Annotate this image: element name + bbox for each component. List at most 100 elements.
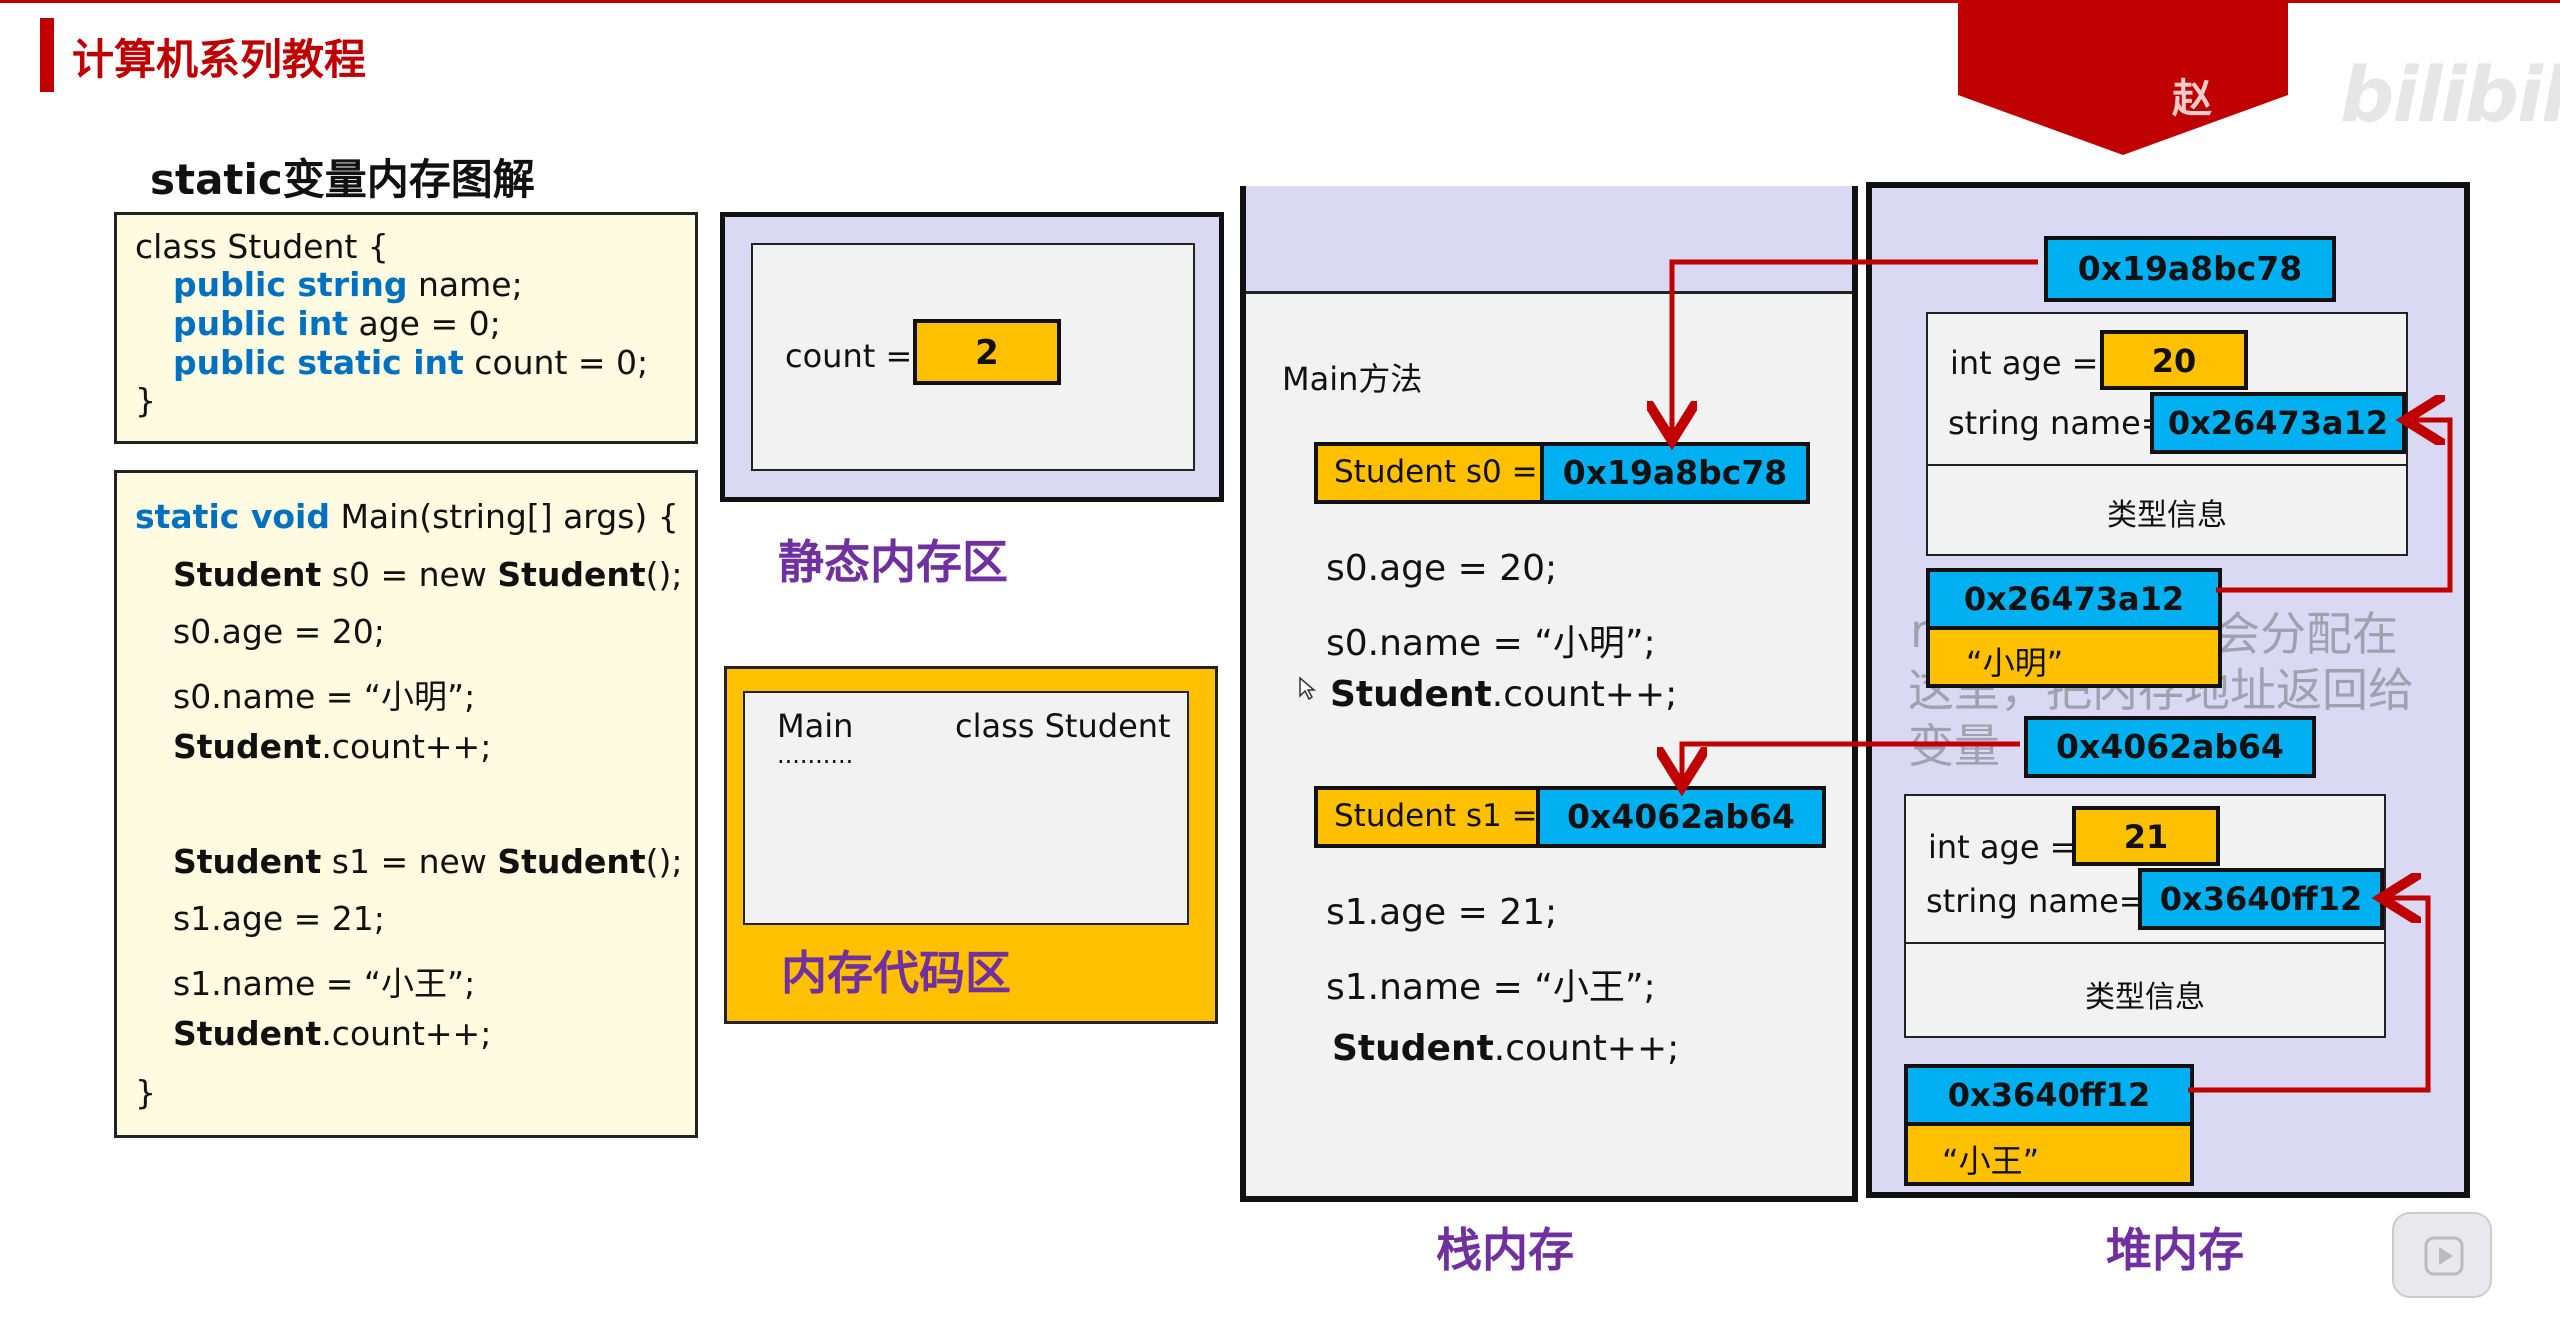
heap-obj2-name-label: string name= [1926, 882, 2146, 920]
section-title: static变量内存图解 [150, 155, 535, 204]
class-line-2: public string name; [173, 265, 523, 304]
stack-s0-count: Student.count++; [1330, 674, 1677, 715]
code-text: Main(string[] args) { [329, 497, 679, 536]
stack-s1-address: 0x4062ab64 [1536, 786, 1826, 848]
count-label: count = [785, 337, 913, 375]
code-text: (); [645, 842, 683, 881]
top-border-line [0, 0, 2560, 3]
main-close-brace: } [135, 1073, 156, 1112]
static-inner-panel: count = 2 [751, 243, 1195, 471]
class-name: Student [173, 727, 322, 766]
class-code-box: class Student { public string name; publ… [114, 212, 698, 444]
heap-obj2-address: 0x4062ab64 [2024, 716, 2316, 778]
class-line-5: } [135, 381, 156, 420]
main-line-8: Student.count++; [173, 1014, 491, 1053]
main-line-3: s0.name = “小明”; [173, 677, 476, 716]
play-icon [2424, 1236, 2464, 1276]
stack-s1-name: s1.name = “小王”; [1326, 967, 1656, 1008]
heap-obj1-box: int age = 20 string name= 0x26473a12 类型信… [1926, 312, 2408, 556]
class-name: Student [173, 1014, 322, 1053]
stack-s0-address: 0x19a8bc78 [1540, 442, 1810, 504]
stack-left-top-border [1240, 186, 1246, 296]
main-line-2: s0.age = 20; [173, 612, 385, 651]
class-name: Student [173, 842, 322, 881]
main-line-6: s1.age = 21; [173, 899, 385, 938]
class-line-3: public int age = 0; [173, 304, 501, 343]
header-title: 计算机系列教程 [72, 35, 367, 84]
heap-memory-area: r 存会分配在 这里，把内存地址返回给 变量 0x19a8bc78 int ag… [1866, 182, 2470, 1198]
count-value: 2 [975, 333, 999, 373]
class-name: Student [497, 842, 646, 881]
heap-faded-text-1: r [1910, 604, 1929, 658]
stack-top-band [1246, 186, 1852, 294]
static-area-caption: 静态内存区 [778, 535, 1008, 589]
count-value-box: 2 [913, 319, 1061, 385]
class-line-1: class Student { [135, 227, 389, 266]
main-line-7: s1.name = “小王”; [173, 964, 476, 1003]
static-memory-area: count = 2 [720, 212, 1224, 502]
class-name: Student [497, 555, 646, 594]
main-signature: static void Main(string[] args) { [135, 497, 679, 536]
stack-caption: 栈内存 [1436, 1223, 1574, 1277]
code-inner-panel: Main .......... class Student [743, 691, 1189, 925]
heap-obj1-name-address: 0x26473a12 [2150, 392, 2406, 454]
stack-memory-area: Main方法 Student s0 = 0x19a8bc78 s0.age = … [1240, 186, 1858, 1202]
video-play-button[interactable] [2392, 1212, 2492, 1298]
heap-str2-address: 0x3640ff12 [1904, 1064, 2194, 1126]
stack-s1-age: s1.age = 21; [1326, 892, 1558, 933]
code-text: .count++; [1491, 674, 1678, 715]
stack-s0-label-box: Student s0 = [1314, 442, 1544, 504]
code-text: .count++; [1493, 1028, 1680, 1069]
keyword: public string [173, 265, 408, 304]
heap-obj2-age-label: int age = [1928, 828, 2077, 866]
heap-obj1-address: 0x19a8bc78 [2044, 236, 2336, 302]
heap-obj1-age-box: 20 [2100, 330, 2248, 390]
stack-s0-name: s0.name = “小明”; [1326, 623, 1656, 664]
code-text: name; [407, 265, 523, 304]
mouse-cursor-icon [1299, 676, 1316, 701]
stack-s1-label-box: Student s1 = [1314, 786, 1540, 848]
class-line-4: public static int count = 0; [173, 343, 648, 382]
heap-str1-value-box: “小明” [1926, 626, 2222, 688]
main-line-4: Student.count++; [173, 727, 491, 766]
watermark-author: 赵 [2172, 76, 2212, 122]
class-name: Student [1332, 1028, 1494, 1069]
code-text: .count++; [321, 727, 492, 766]
heap-obj1-age: 20 [2151, 342, 2197, 380]
main-code-box: static void Main(string[] args) { Studen… [114, 470, 698, 1138]
heap-caption: 堆内存 [2106, 1223, 2244, 1277]
heap-obj2-type: 类型信息 [2085, 980, 2205, 1015]
class-name: Student [1330, 674, 1492, 715]
code-text: .count++; [321, 1014, 492, 1053]
code-text: (); [645, 555, 683, 594]
header-accent-bar [40, 18, 54, 92]
code-class-label: class Student [955, 707, 1171, 745]
heap-obj1-type: 类型信息 [2107, 498, 2227, 533]
keyword: static void [135, 497, 330, 536]
stack-method-label: Main方法 [1282, 360, 1423, 398]
heap-str2-value: “小王” [1942, 1142, 2040, 1180]
main-line-1: Student s0 = new Student(); [173, 555, 683, 594]
heap-faded-text-4: 变量 [1908, 719, 2000, 773]
heap-obj1-name-label: string name= [1948, 404, 2168, 442]
keyword: public int [173, 304, 348, 343]
heap-obj2-divider [1906, 942, 2384, 944]
code-text: count = 0; [463, 343, 649, 382]
code-text: age = 0; [348, 304, 501, 343]
stack-s0-label: Student s0 = [1334, 454, 1538, 490]
code-text: s0 = new [321, 555, 498, 594]
class-name: Student [173, 555, 322, 594]
heap-str1-address: 0x26473a12 [1926, 568, 2222, 630]
main-line-5: Student s1 = new Student(); [173, 842, 683, 881]
heap-obj2-box: int age = 21 string name= 0x3640ff12 类型信… [1904, 794, 2386, 1038]
heap-obj2-age-box: 21 [2072, 806, 2220, 866]
code-dots: .......... [777, 741, 854, 769]
code-memory-area: Main .......... class Student 内存代码区 [724, 666, 1218, 1024]
watermark-brand: bilibili [2340, 50, 2560, 139]
keyword: public static int [173, 343, 464, 382]
code-main-label: Main [777, 707, 854, 745]
heap-str1-value: “小明” [1966, 644, 2064, 682]
heap-obj2-name-address: 0x3640ff12 [2138, 868, 2384, 930]
heap-obj1-age-label: int age = [1950, 344, 2099, 382]
stack-s1-label: Student s1 = [1334, 798, 1538, 834]
